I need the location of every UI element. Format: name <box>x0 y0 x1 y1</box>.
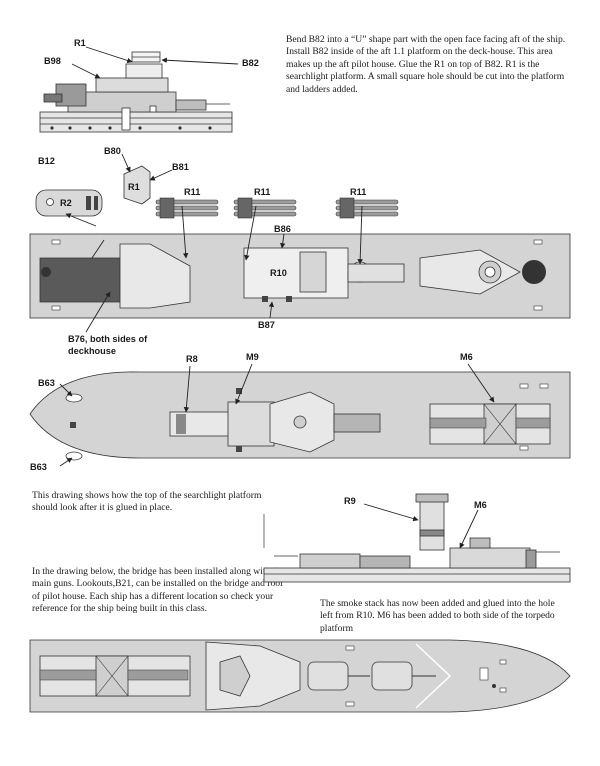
label-r11-a: R11 <box>184 187 201 197</box>
label-b82: B82 <box>242 58 259 68</box>
top-view-hull-guns-drawing <box>29 371 571 461</box>
label-r2: R2 <box>60 198 72 208</box>
instruction-paragraph-searchlight: This drawing shows how the top of the se… <box>32 490 262 514</box>
label-m6-top: M6 <box>460 352 473 362</box>
label-b12: B12 <box>38 156 55 166</box>
label-m6-side: M6 <box>474 500 487 510</box>
instruction-paragraph-b82: Bend B82 into a “U” shape part with the … <box>286 34 566 95</box>
side-view-deckhouse-drawing <box>39 51 233 133</box>
label-r8: R8 <box>186 354 198 364</box>
label-m9: M9 <box>246 352 259 362</box>
part-r1 <box>123 165 151 205</box>
label-b87: B87 <box>258 320 275 330</box>
label-r11-b: R11 <box>254 187 271 197</box>
label-b80: B80 <box>104 146 121 156</box>
instruction-paragraph-bridge: In the drawing below, the bridge has bee… <box>32 566 285 615</box>
part-r11-torpedo-a <box>155 197 219 219</box>
part-r2 <box>35 189 103 217</box>
part-r11-torpedo-c <box>335 197 399 219</box>
side-view-smokestack-drawing <box>263 493 571 583</box>
label-r1-top: R1 <box>74 38 86 48</box>
instruction-paragraph-smokestack: The smoke stack has now been added and g… <box>320 598 555 634</box>
label-b63-bottom: B63 <box>30 462 47 472</box>
top-view-hull-bridge-drawing <box>29 639 571 713</box>
label-r1-part: R1 <box>128 182 140 192</box>
label-b98: B98 <box>44 56 61 66</box>
label-r10: R10 <box>270 268 287 278</box>
label-b86: B86 <box>274 224 291 234</box>
label-b63-top: B63 <box>38 378 55 388</box>
label-r9: R9 <box>344 496 356 506</box>
label-r11-c: R11 <box>350 187 367 197</box>
label-b76: B76, both sides of deckhouse <box>68 334 148 356</box>
part-r11-torpedo-b <box>233 197 297 219</box>
top-view-deck-r10-drawing <box>29 233 571 319</box>
label-b81: B81 <box>172 162 189 172</box>
